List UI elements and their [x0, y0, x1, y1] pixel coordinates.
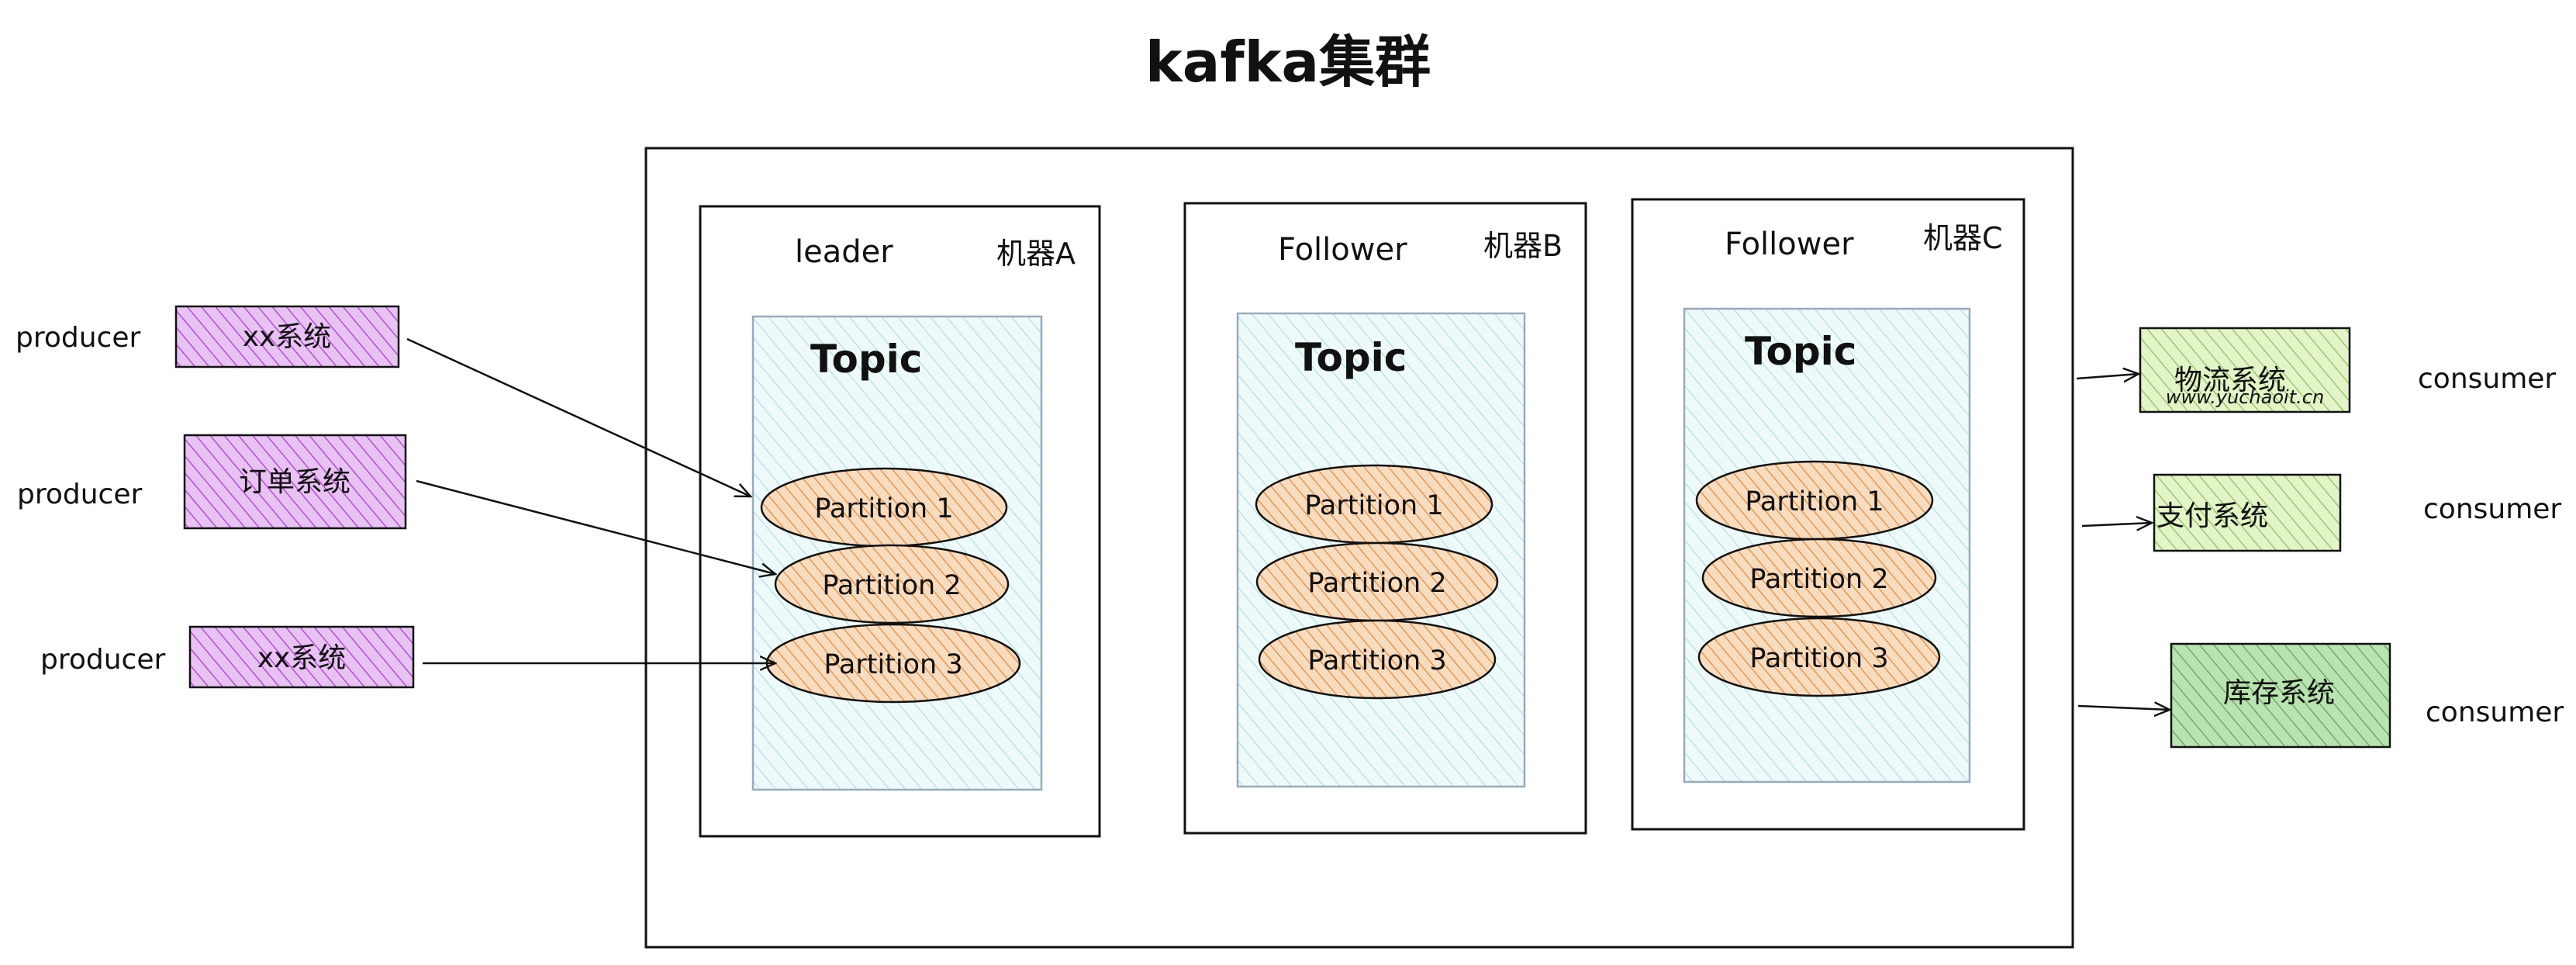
consumer-2-label: consumer — [2423, 493, 2561, 525]
consumer-3-system-box — [2170, 642, 2391, 749]
producer-3: producer xx系统 — [40, 625, 415, 689]
producer-1-arrow — [406, 337, 751, 496]
producer-1-system-box — [174, 305, 400, 368]
producer-2-system-label: 订单系统 — [239, 466, 350, 498]
producer-3-label: producer — [40, 644, 165, 676]
producer-3-system-box — [188, 625, 415, 689]
machine-c: Follower 机器C Topic Partition 1 Partition… — [1631, 198, 2025, 831]
producer-1-label: producer — [16, 322, 140, 354]
producer-3-system-label: xx系统 — [257, 642, 347, 674]
machine-c-box — [1631, 198, 2025, 831]
machine-c-role: Follower — [1725, 227, 1854, 262]
machine-a-topic-label: Topic — [810, 337, 922, 382]
machine-a-box — [699, 205, 1101, 838]
producer-2-arrow — [416, 479, 775, 574]
machine-b-partition-3-label: Partition 3 — [1307, 645, 1446, 676]
consumer-3-arrow — [2077, 706, 2170, 710]
machine-b-topic-label: Topic — [1295, 335, 1407, 380]
consumer-3-label: consumer — [2426, 697, 2564, 728]
machine-a-partition-3-label: Partition 3 — [824, 649, 962, 680]
consumer-1-arrow — [2076, 374, 2139, 379]
producer-2-label: producer — [17, 479, 142, 510]
machine-a-role: leader — [795, 234, 893, 270]
machine-c-partition-3 — [1697, 617, 1941, 697]
diagram-title: kafka集群 — [1145, 29, 1431, 95]
consumer-2: 支付系统 consumer — [2153, 473, 2561, 552]
machine-b-role: Follower — [1278, 232, 1407, 268]
machine-c-partition-2 — [1701, 538, 1937, 618]
machine-c-partition-3-label: Partition 3 — [1749, 643, 1888, 674]
machine-c-topic-label: Topic — [1745, 329, 1856, 374]
machine-c-name: 机器C — [1923, 221, 2003, 255]
producer-1-system-label: xx系统 — [243, 321, 332, 353]
machine-a-partition-1-label: Partition 1 — [814, 493, 953, 524]
machine-b: Follower 机器B Topic Partition 1 Partition… — [1183, 202, 1587, 835]
cluster-box — [644, 147, 2074, 949]
machine-c-partition-2-label: Partition 2 — [1749, 564, 1888, 595]
consumer-2-system-box — [2153, 473, 2342, 552]
consumer-1-system-box — [2139, 327, 2351, 413]
producer-2: producer 订单系统 — [17, 434, 407, 530]
machine-a-partition-2-label: Partition 2 — [822, 570, 961, 601]
machine-b-partition-2-label: Partition 2 — [1307, 568, 1446, 599]
consumer-1-label: consumer — [2418, 363, 2556, 395]
machine-c-partition-1-label: Partition 1 — [1745, 486, 1884, 517]
machine-b-partition-3 — [1258, 619, 1497, 700]
consumer-3: 库存系统 consumer — [2170, 642, 2564, 749]
machine-b-partition-1-label: Partition 1 — [1304, 490, 1443, 521]
consumer-3-system-label: 库存系统 — [2223, 677, 2335, 709]
watermark: www.yuchaoit.cn — [2166, 386, 2324, 408]
consumer-2-system-label: 支付系统 — [2156, 500, 2268, 532]
producer-1: producer xx系统 — [16, 305, 400, 368]
consumer-1-system-label: 物流系统 — [2174, 365, 2286, 396]
consumer-1: 物流系统 www.yuchaoit.cn consumer — [2139, 327, 2556, 413]
producer-2-system-box — [183, 434, 407, 530]
machine-b-name: 机器B — [1483, 229, 1563, 263]
consumer-2-arrow — [2081, 523, 2152, 526]
machine-a-name: 机器A — [996, 237, 1076, 271]
machine-a: leader 机器A Topic Partition 1 Partition 2… — [699, 205, 1101, 838]
machine-a-partition-2 — [774, 544, 1010, 624]
machine-b-box — [1183, 202, 1587, 835]
